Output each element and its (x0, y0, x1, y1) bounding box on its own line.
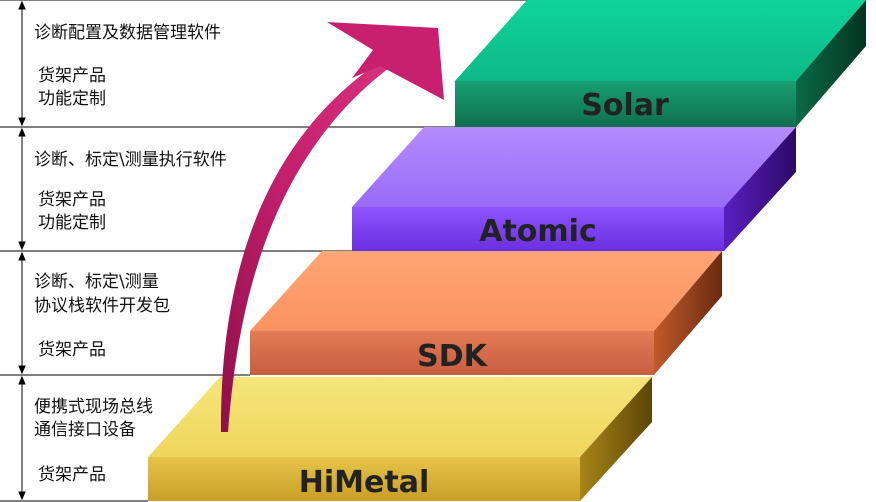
atomic-top-face (352, 127, 796, 207)
sdk-front-face (250, 331, 654, 375)
himetal-description-line-1: 便携式现场总线 (34, 397, 153, 417)
solar-side-face (796, 0, 866, 127)
atomic-product-line-1: 货架产品 (38, 190, 106, 210)
solar-product-line-1: 货架产品 (38, 66, 106, 86)
growth-arrow-shaft (220, 52, 400, 432)
step-solar (455, 0, 866, 127)
tier-title-solar: Solar (581, 88, 669, 123)
himetal-product-line-1: 货架产品 (38, 465, 106, 485)
solar-product-line-2: 功能定制 (38, 89, 106, 109)
atomic-product-line-2: 功能定制 (38, 213, 106, 233)
himetal-side-face (580, 377, 652, 501)
sdk-description-line-2: 协议栈软件开发包 (34, 296, 170, 316)
himetal-top-face (148, 377, 652, 457)
atomic-side-face (724, 127, 796, 251)
himetal-front-face (148, 457, 580, 501)
step-himetal (148, 377, 652, 501)
step-atomic (352, 127, 796, 251)
tier-title-sdk: SDK (417, 339, 489, 374)
sdk-top-face (250, 251, 722, 331)
tier-title-himetal: HiMetal (299, 465, 429, 500)
growth-arrow (220, 22, 444, 432)
solar-front-face (455, 81, 796, 127)
atomic-description: 诊断、标定\测量执行软件 (34, 150, 227, 170)
tier-title-atomic: Atomic (479, 214, 597, 249)
dimension-arrows (18, 0, 26, 501)
sdk-description-line-1: 诊断、标定\测量 (34, 272, 159, 292)
solar-description: 诊断配置及数据管理软件 (34, 23, 221, 43)
himetal-description-line-2: 通信接口设备 (34, 420, 136, 440)
step-sdk (250, 251, 722, 375)
sdk-product-line-1: 货架产品 (38, 340, 106, 360)
atomic-front-face (352, 207, 724, 251)
sdk-side-face (654, 251, 722, 375)
solar-top-face (455, 0, 866, 81)
tier-separators (0, 0, 560, 502)
growth-arrow-head (327, 22, 444, 100)
